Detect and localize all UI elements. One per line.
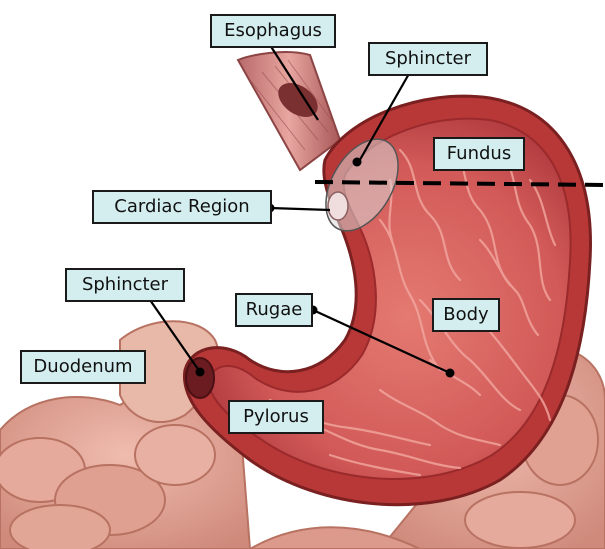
label-rugae: Rugae (235, 293, 313, 327)
label-pylorus: Pylorus (228, 400, 324, 434)
dot-sphincter-left (195, 367, 205, 377)
label-sphincter-top: Sphincter (368, 42, 488, 76)
leader-esophagus (269, 44, 319, 121)
label-esophagus: Esophagus (210, 14, 336, 48)
leader-lines (149, 44, 451, 374)
dot-rugae-end (445, 368, 455, 378)
fundus-boundary-line (314, 180, 605, 187)
esophagus (236, 51, 342, 172)
pyloric-opening (185, 357, 215, 399)
label-body: Body (432, 298, 500, 332)
cardiac-opening (327, 191, 349, 221)
leader-cardiac-region (269, 206, 331, 212)
dot-sphincter-top (352, 157, 362, 167)
label-sphincter-left: Sphincter (65, 268, 185, 302)
leader-sphincter-top (356, 71, 411, 166)
leader-sphincter-left (149, 299, 201, 373)
label-duodenum: Duodenum (20, 350, 146, 384)
leader-rugae (312, 309, 451, 374)
label-fundus: Fundus (433, 137, 525, 171)
label-cardiac-region: Cardiac Region (92, 190, 272, 224)
